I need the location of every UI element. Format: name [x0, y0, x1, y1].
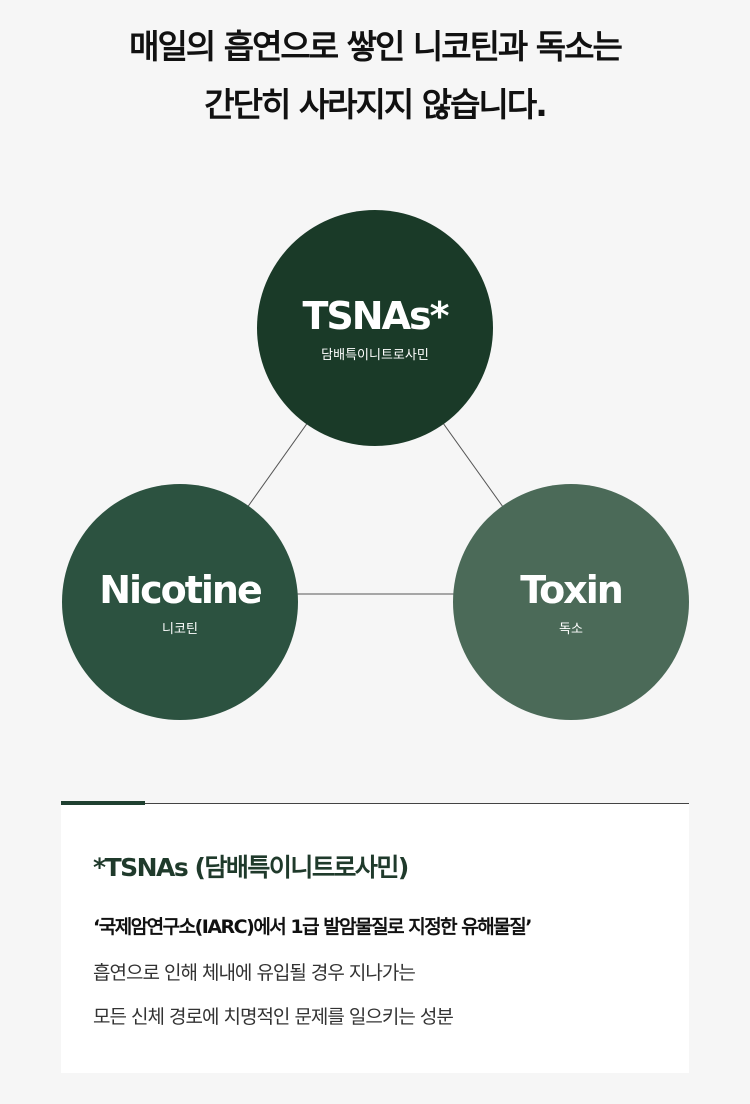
- accent-bar: [61, 801, 145, 805]
- headline-line-1: 매일의 흡연으로 쌓인 니코틴과 독소는: [129, 27, 623, 66]
- circle-label-ko: 니코틴: [162, 621, 198, 637]
- circle-label-en: Toxin: [520, 567, 624, 612]
- circle-toxin: Toxin 독소: [453, 484, 689, 720]
- note-quote: ‘국제암연구소(IARC)에서 1급 발암물질로 지정한 유해물질’: [93, 916, 532, 938]
- note-description-1: 흡연으로 인해 체내에 유입될 경우 지나가는: [93, 962, 416, 984]
- tsnas-note-card: *TSNAs (담배특이니트로사민) ‘국제암연구소(IARC)에서 1급 발암…: [61, 801, 689, 1073]
- circle-label-ko: 독소: [559, 621, 583, 637]
- circle-tsnas: TSNAs* 담배특이니트로사민: [257, 210, 493, 446]
- headline-line-2: 간단히 사라지지 않습니다.: [204, 85, 547, 124]
- note-description-2: 모든 신체 경로에 치명적인 문제를 일으키는 성분: [93, 1006, 454, 1028]
- circle-label-ko: 담배특이니트로사민: [321, 347, 429, 363]
- headline: 매일의 흡연으로 쌓인 니코틴과 독소는 간단히 사라지지 않습니다.: [0, 18, 750, 134]
- circle-label-en: Nicotine: [99, 567, 262, 612]
- circle-nicotine: Nicotine 니코틴: [62, 484, 298, 720]
- circle-label-en: TSNAs*: [302, 293, 450, 338]
- note-title: *TSNAs (담배특이니트로사민): [93, 853, 409, 882]
